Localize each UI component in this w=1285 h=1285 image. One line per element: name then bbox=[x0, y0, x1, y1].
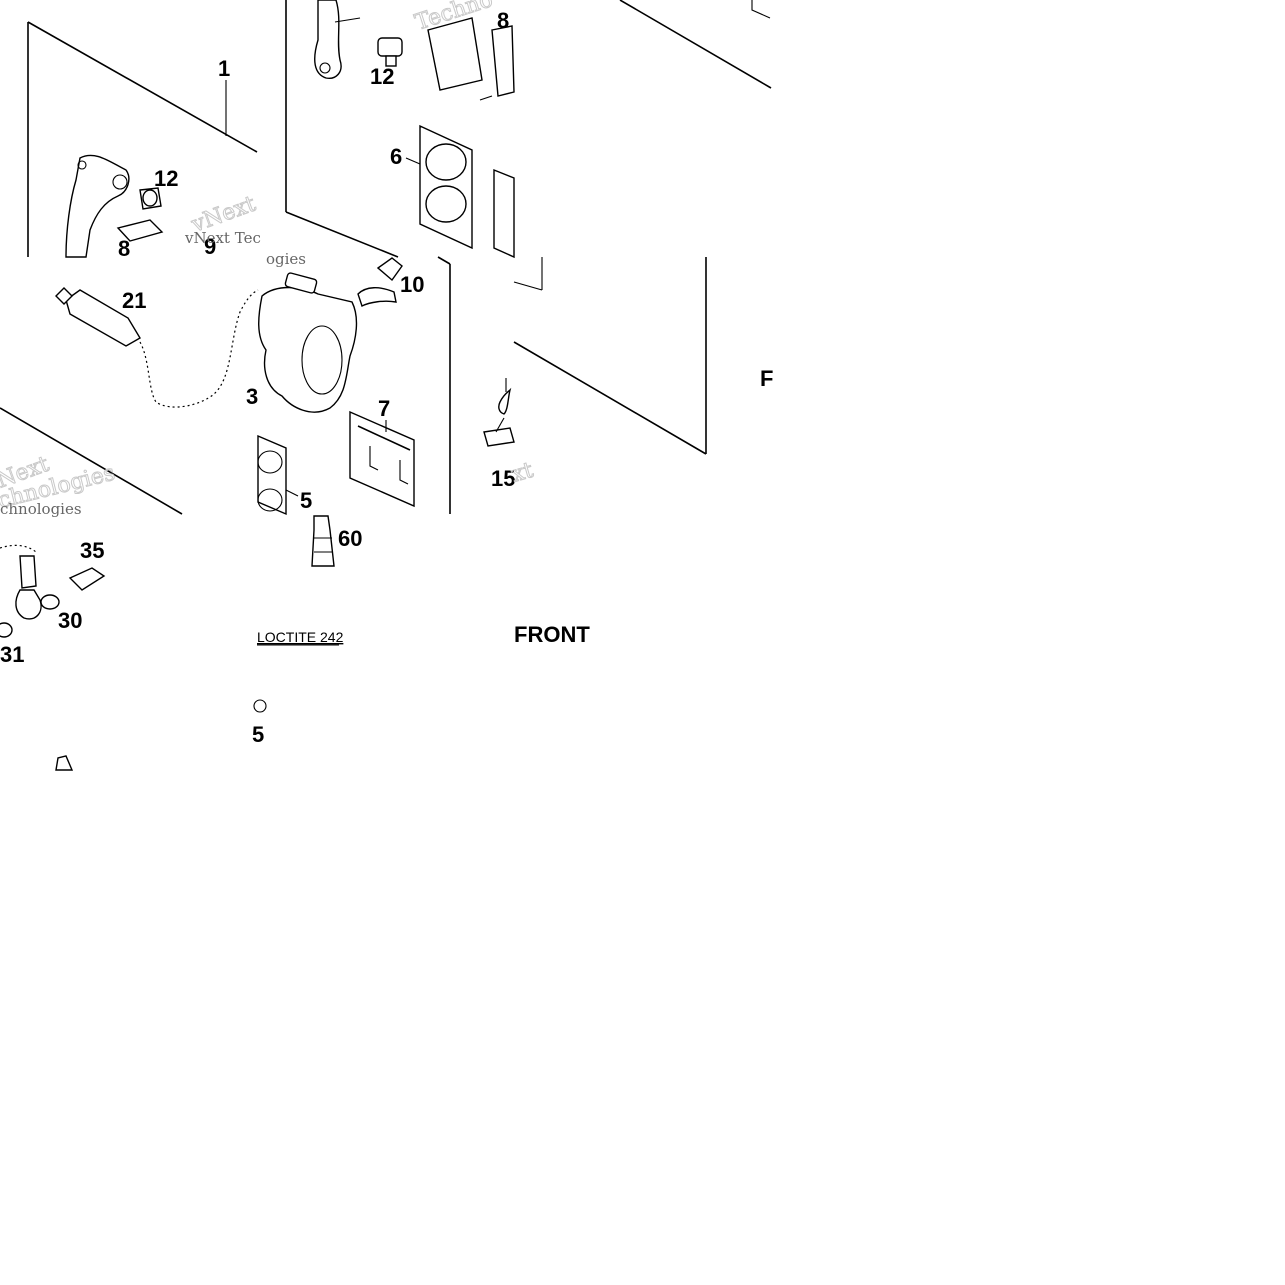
callout-31: 31 bbox=[0, 642, 24, 667]
washer-part bbox=[40, 594, 60, 610]
caliper-bore bbox=[301, 325, 343, 395]
caliper-body-part bbox=[258, 286, 358, 413]
callout-7: 7 bbox=[378, 396, 390, 421]
frame-edge bbox=[513, 341, 707, 455]
pin-shaft bbox=[334, 17, 361, 23]
leader-line bbox=[405, 157, 421, 165]
leader-line bbox=[285, 489, 299, 497]
callout-8: 8 bbox=[118, 236, 130, 261]
retaining-pin bbox=[357, 425, 411, 451]
adhesive-bottle-tip bbox=[55, 755, 74, 771]
frame-edge bbox=[0, 407, 183, 515]
loctite-label: LOCTITE 242 bbox=[257, 629, 344, 645]
caliper-arm-part bbox=[314, 0, 342, 79]
callout-12: 12 bbox=[370, 64, 394, 89]
bleeder-screw-part bbox=[376, 257, 403, 282]
watermark-text: vNext Tec bbox=[184, 229, 261, 247]
callout-6: 6 bbox=[390, 144, 402, 169]
callout-10: 10 bbox=[400, 272, 424, 297]
tile-middle-left: 21 Next chnologies chnologies bbox=[0, 287, 259, 518]
frame-edge bbox=[27, 21, 258, 153]
tile-top-middle: 12 8 Techno 6 bbox=[285, 0, 515, 259]
frame-edge bbox=[285, 211, 399, 258]
tile-middle-right: 15 xt bbox=[483, 257, 707, 491]
slide-bolt-shank bbox=[385, 55, 397, 67]
banjo-end-part bbox=[15, 589, 42, 620]
tile-bottom-middle: 60 LOCTITE 242 5 bbox=[252, 515, 362, 747]
callout-8: 8 bbox=[497, 8, 509, 33]
watermark-text: ogies bbox=[266, 250, 306, 268]
banjo-bolt-part bbox=[68, 567, 106, 591]
pad-spring-part bbox=[491, 25, 515, 97]
bracket-hole bbox=[77, 160, 87, 170]
pad-clip-part bbox=[116, 219, 164, 242]
callout-5: 5 bbox=[300, 488, 312, 513]
clip-pin bbox=[399, 460, 409, 485]
hose-path-dotted bbox=[0, 544, 37, 553]
callout-21: 21 bbox=[122, 288, 146, 313]
frame-corner bbox=[751, 0, 771, 19]
tile-top-right bbox=[619, 0, 772, 89]
callout-30: 30 bbox=[58, 608, 82, 633]
bracket-hole bbox=[112, 174, 128, 190]
seal-kit-card bbox=[493, 168, 515, 259]
clip-pin bbox=[369, 446, 379, 471]
leader-line bbox=[495, 417, 505, 433]
grease-tube-part bbox=[65, 289, 141, 347]
pin-kit-card bbox=[349, 410, 415, 508]
tile-bottom-left: 35 30 31 bbox=[0, 538, 106, 771]
callout-3: 3 bbox=[246, 384, 258, 409]
leader-line bbox=[479, 95, 493, 101]
loctite-bottle-part bbox=[311, 515, 335, 567]
tile-top-left: 1 12 8 9 vNext vNext Tec bbox=[27, 21, 261, 261]
banjo-fitting-part bbox=[357, 287, 397, 307]
callout-35: 35 bbox=[80, 538, 104, 563]
tile-bottom-right: FRONT bbox=[514, 622, 590, 647]
callout-12: 12 bbox=[154, 166, 178, 191]
bushing-end bbox=[142, 189, 158, 207]
front-label-partial: F bbox=[760, 366, 773, 391]
caliper-pin bbox=[284, 272, 318, 294]
frame-edge bbox=[619, 0, 772, 89]
arm-hole bbox=[319, 62, 331, 74]
callout-15: 15 bbox=[491, 466, 515, 491]
mounting-bolt-part bbox=[483, 427, 515, 447]
callout-9: 9 bbox=[204, 234, 216, 259]
watermark-text: chnologies bbox=[0, 500, 82, 518]
callout-5-partial: 5 bbox=[252, 722, 264, 747]
seal-ring bbox=[257, 488, 283, 512]
adhesive-drop-icon bbox=[498, 387, 512, 415]
piston-part bbox=[425, 185, 467, 223]
brake-hose-part bbox=[19, 555, 37, 589]
frame-edge bbox=[437, 256, 451, 265]
seal-ring bbox=[257, 450, 283, 474]
o-ring-part bbox=[253, 699, 267, 713]
brake-pad-part bbox=[427, 17, 483, 91]
callout-1: 1 bbox=[218, 56, 230, 81]
tube-nozzle bbox=[55, 287, 73, 305]
piston-part bbox=[425, 143, 467, 181]
frame-edge bbox=[513, 281, 543, 291]
front-label: FRONT bbox=[514, 622, 590, 647]
tile-center: 10 3 ogies 7 5 bbox=[246, 250, 451, 516]
hose-path-dotted bbox=[139, 289, 259, 408]
washer-part bbox=[0, 622, 13, 638]
slide-bolt-part bbox=[377, 37, 403, 57]
callout-60: 60 bbox=[338, 526, 362, 551]
